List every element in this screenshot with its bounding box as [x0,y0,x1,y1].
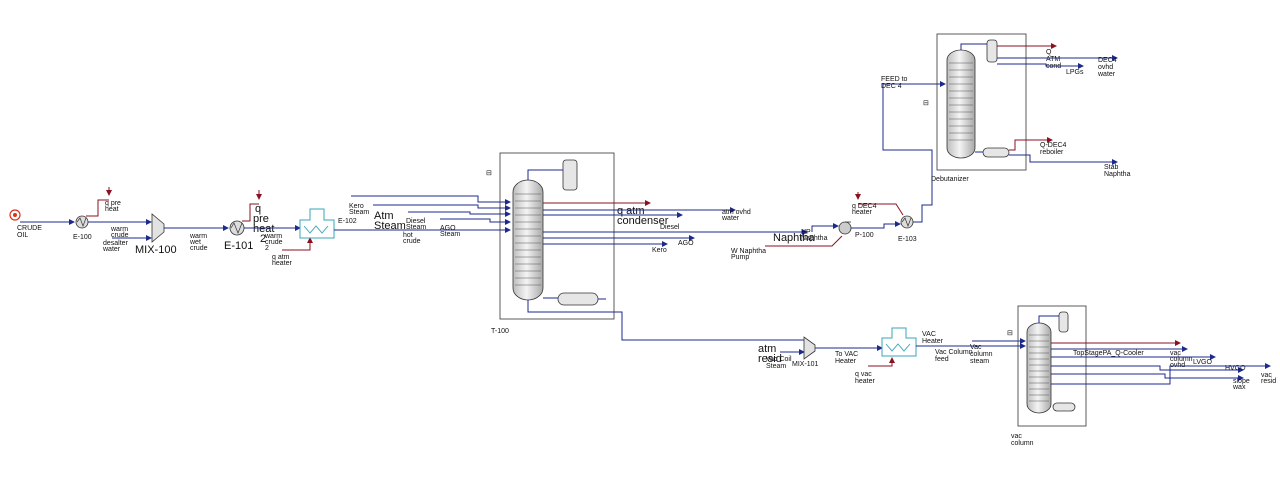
debutanizer-overhead-line [960,43,987,50]
ago-label: AGO [678,240,694,247]
lpgs-label: LPGs [1066,69,1084,76]
mix100-mixer[interactable] [151,213,165,243]
feed-to-dec4-stream[interactable] [882,81,946,223]
e102-fired-heater[interactable] [299,208,335,239]
atm-resid-stream[interactable] [527,300,804,341]
e101-label: E-101 [224,240,253,252]
diesel-label: Diesel [660,224,680,231]
t100-label: T-100 [491,328,509,335]
q-atm-heater-stream[interactable] [282,237,313,251]
lvgo-label: LVGO [1193,359,1212,366]
vac-resid-stream[interactable] [1051,363,1271,385]
mix101-mixer[interactable] [803,336,816,360]
q-dec4-reboiler-stream[interactable] [1009,137,1053,151]
hp-naphtha-stream[interactable] [811,223,839,232]
diesel-steam-stream[interactable] [408,211,511,217]
debutanizer-label: Debutanizer [931,176,969,183]
t100-condenser-drum[interactable] [562,159,578,191]
p100-label: P-100 [855,232,874,239]
debutanizer-reboiler[interactable] [982,147,1010,158]
mix101-label: MIX-101 [792,361,819,368]
t100-column[interactable] [512,179,544,301]
lpgs-stream[interactable] [997,63,1084,69]
vac-heater-fired-heater[interactable] [881,327,917,357]
naphtha-label: Naphtha [773,232,815,244]
q-pre-heat-stream[interactable] [86,199,109,217]
e103-heat-exchanger[interactable] [900,215,914,229]
hvgo-label: HVGO [1225,365,1246,372]
t100-tag-icon: ⊟ [486,170,492,177]
pump-discharge-stream[interactable] [851,221,901,229]
w-naphtha-pump-stream[interactable] [765,235,843,247]
slope-wax-stream[interactable] [1051,373,1244,381]
q-dec4-heater-stream[interactable] [858,203,904,216]
e101-heat-exchanger[interactable] [229,220,245,236]
debutanizer-condenser-drum[interactable] [986,39,998,63]
ago-steam-stream[interactable] [440,218,511,225]
kero-label: Kero [652,247,667,254]
vac-column-overhead-line [1038,315,1059,323]
t100-subflowsheet-frame[interactable] [499,152,615,320]
kero-steam-stream[interactable] [351,195,511,205]
crude-oil-feed-icon[interactable] [9,209,21,221]
e100-heat-exchanger[interactable] [75,215,89,229]
stab-naphtha-stream[interactable] [1009,154,1118,165]
topstage-cooler-label: TopStagePA_Q-Cooler [1073,350,1144,357]
t100-reboiler[interactable] [557,292,599,306]
q-vac-heater-stream[interactable] [868,357,895,367]
vac-column-top-drum[interactable] [1058,311,1069,333]
atm-steam-stream[interactable] [373,204,511,211]
t100-overhead-line [527,169,563,180]
vac-column-tag-icon: ⊟ [1007,330,1013,337]
p100-pump[interactable] [838,221,852,235]
q-pre-heat-2-stream[interactable] [242,203,259,222]
vac-column-bottom-exchanger[interactable] [1052,402,1076,412]
hvgo-stream[interactable] [1051,365,1244,373]
debutanizer-column[interactable] [946,49,976,159]
e102-label: E-102 [338,218,357,225]
e103-label: E-103 [898,236,917,243]
debutanizer-subflowsheet-frame[interactable] [936,33,1027,171]
mix100-label: MIX-100 [135,244,177,256]
debutanizer-tag-icon: ⊟ [923,100,929,107]
e100-label: E-100 [73,234,92,241]
vac-column[interactable] [1026,322,1052,414]
